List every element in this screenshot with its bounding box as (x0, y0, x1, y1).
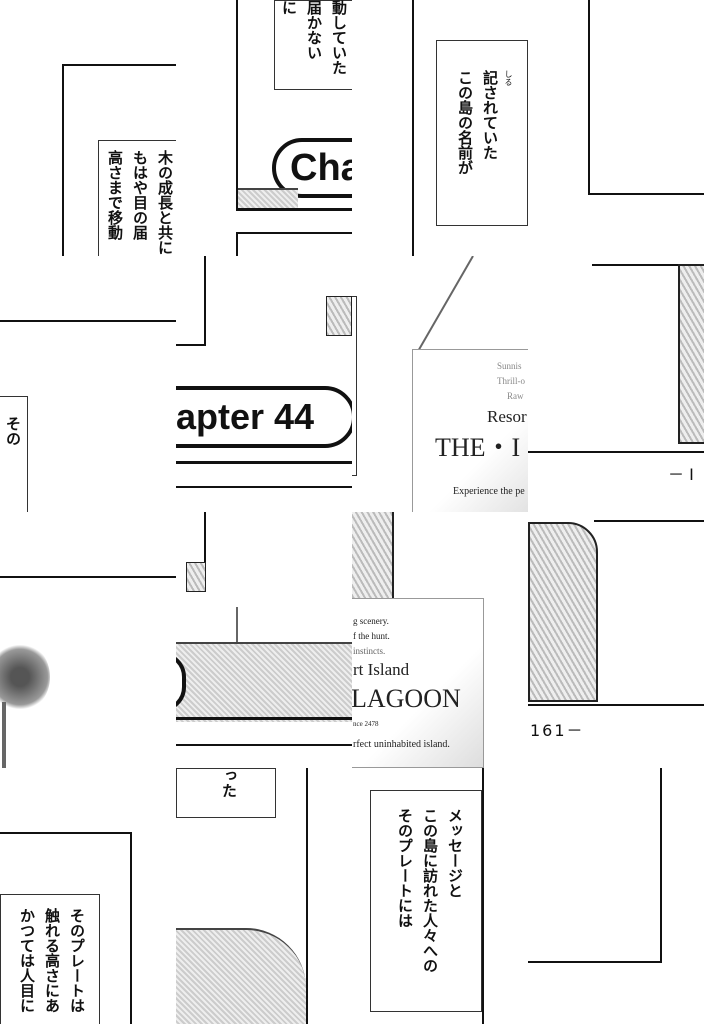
caption-partial: 動していた届かないに (280, 0, 348, 75)
caption-past: そのプレートは触れる高さにあかつては人目に (18, 908, 86, 1013)
panel-tile-chapter-b: apter 44 (176, 256, 352, 512)
panel-tile-frame-bottom (528, 768, 704, 1024)
caption-message: メッセージとこの島に訪れた人々へのそのプレートには (396, 808, 464, 973)
chapter-title-number: apter 44 (176, 386, 352, 448)
panel-tile-frame (528, 0, 704, 256)
panel-tile-tree (0, 512, 176, 768)
panel-tile-page-number: 161－ (528, 512, 704, 768)
panel-tile-sign-a: Sunnis Thrill-o Raw Resor THE・I Si Exper… (352, 256, 528, 512)
panel-tile-chapter-a: 動していた届かないに Cha (176, 0, 352, 256)
panel-tile-ground (176, 512, 352, 768)
rock-mark: － I (668, 465, 694, 484)
panel-tile-past: そのプレートは触れる高さにあかつては人目に (0, 768, 176, 1024)
panel-tile-left: その (0, 256, 176, 512)
page-number: 161－ (530, 721, 585, 740)
caption-left-partial: その (4, 416, 22, 446)
panel-tile-name: 記されていたこの島の名前が しる (352, 0, 528, 256)
resort-sign-left: Sunnis Thrill-o Raw Resor THE・I Si Exper… (412, 349, 528, 512)
resort-sign-right: g scenery. f the hunt. instincts. rt Isl… (352, 598, 484, 768)
caption-name: 記されていたこの島の名前が (456, 70, 499, 175)
ruby-text: しる (504, 70, 513, 86)
caption-growth: 木の成長と共にもはや目の届高さまで移動 (106, 150, 174, 255)
panel-tile-past-end: った (176, 768, 352, 1024)
panel-tile-growth: 木の成長と共にもはや目の届高さまで移動 (0, 0, 176, 256)
panel-tile-message: メッセージとこの島に訪れた人々へのそのプレートには (352, 768, 528, 1024)
panel-tile-sign-b: g scenery. f the hunt. instincts. rt Isl… (352, 512, 528, 768)
panel-tile-rock: － I (528, 256, 704, 512)
caption-past-end: った (220, 768, 238, 798)
